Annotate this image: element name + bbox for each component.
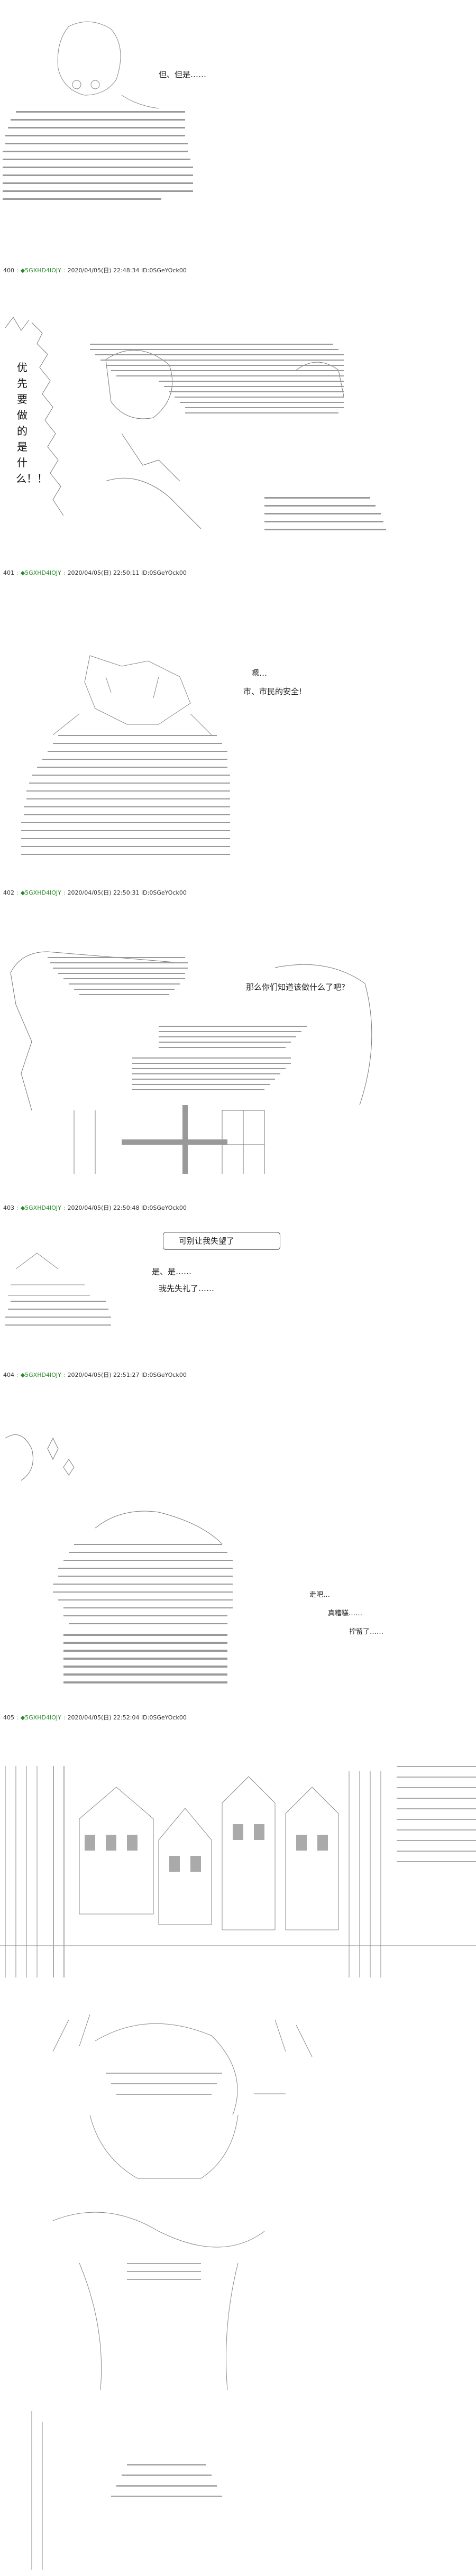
ascii-art-figure [0,1227,132,1327]
post-header: 402:◆5GXHD4IOJY:2020/04/05(日) 22:50:31 I… [3,889,187,896]
dialog-line: 市、市民的安全! [243,687,303,696]
ascii-art-figure [0,925,391,1174]
poster-name: ◆5GXHD4IOJY [20,889,61,896]
ascii-art-figure [0,1396,381,1692]
post-date: 2020/04/05(日) 22:48:34 ID:0SGeYOck00 [67,267,187,274]
post-number[interactable]: 405 [3,1714,14,1721]
poster-name: ◆5GXHD4IOJY [20,1204,61,1211]
post-header: 403:◆5GXHD4IOJY:2020/04/05(日) 22:50:48 I… [3,1204,187,1211]
poster-name: ◆5GXHD4IOJY [20,1714,61,1721]
post-date: 2020/04/05(日) 22:52:04 ID:0SGeYOck00 [67,1714,187,1721]
post-number[interactable]: 402 [3,889,14,896]
side-shout-text: 优先要做的是什么！！ [16,361,48,485]
dialog-line: 我先失礼了…… [159,1284,215,1293]
post-header: 405:◆5GXHD4IOJY:2020/04/05(日) 22:52:04 I… [3,1714,187,1721]
post-number[interactable]: 400 [3,267,14,274]
post-number[interactable]: 404 [3,1372,14,1378]
poster-name: ◆5GXHD4IOJY [20,267,61,274]
dialog-line: 可别让我失望了 [179,1236,235,1246]
poster-name: ◆5GXHD4IOJY [20,1372,61,1378]
dialog-line: 走吧… [309,1591,331,1599]
speech-frame [163,1232,280,1250]
post-number[interactable]: 401 [3,569,14,576]
ascii-art-figure [0,1999,370,2570]
post-number[interactable]: 403 [3,1204,14,1211]
ascii-art-figure [0,5,222,206]
post-date: 2020/04/05(日) 22:50:31 ID:0SGeYOck00 [67,889,187,896]
dialog-line: 那么你们知道该做什么了吧? [246,982,345,992]
dialog-line: 嗯… [251,668,268,678]
dialog-line: 拧留了…… [349,1628,384,1636]
ascii-art-figure [0,296,476,545]
dialog-line: 真糟糕…… [328,1609,363,1617]
post-date: 2020/04/05(日) 22:50:48 ID:0SGeYOck00 [67,1204,187,1211]
post-header: 400:◆5GXHD4IOJY:2020/04/05(日) 22:48:34 I… [3,267,187,274]
poster-name: ◆5GXHD4IOJY [20,569,61,576]
dialog-line: 是、是…… [152,1267,192,1276]
ascii-art-figure [0,634,243,857]
post-header: 401:◆5GXHD4IOJY:2020/04/05(日) 22:50:11 I… [3,569,187,576]
dialog-line: 但、但是…… [159,70,207,79]
ascii-art-cityscape [0,1745,476,1977]
post-header: 404:◆5GXHD4IOJY:2020/04/05(日) 22:51:27 I… [3,1372,187,1378]
post-date: 2020/04/05(日) 22:50:11 ID:0SGeYOck00 [67,569,187,576]
post-date: 2020/04/05(日) 22:51:27 ID:0SGeYOck00 [67,1372,187,1378]
